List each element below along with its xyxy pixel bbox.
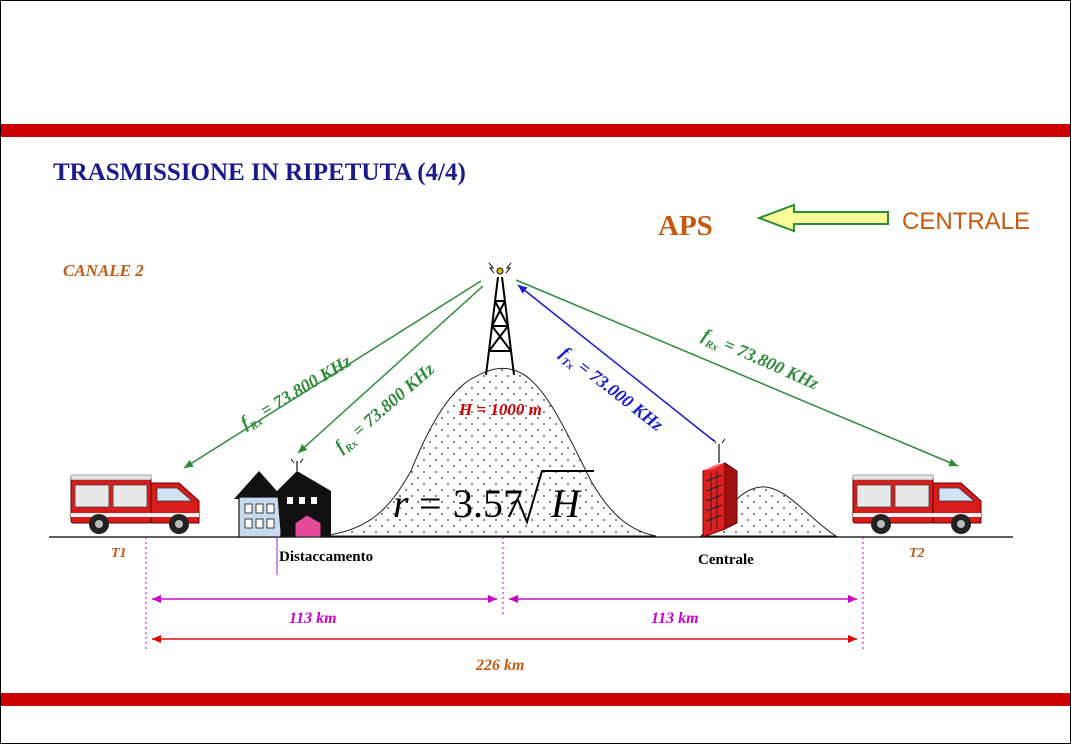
distaccamento-building-icon: [234, 458, 331, 538]
link-tower-t2: [515, 279, 959, 467]
formula-lhs: r: [393, 481, 409, 526]
t1-label: T1: [111, 546, 127, 561]
distance-left-label: 113 km: [289, 610, 337, 627]
fire-truck-t2-icon: [852, 474, 982, 534]
mountain-height-label: H = 1000 m: [458, 400, 542, 419]
centrale-label: CENTRALE: [902, 208, 1031, 235]
sqrt-icon: [510, 470, 594, 526]
distance-total-label: 226 km: [475, 657, 524, 674]
aps-centrale-arrow: [756, 203, 889, 233]
tower-antenna-icon: [488, 262, 512, 275]
centrale-building-icon: [702, 438, 738, 538]
slide-title: TRASMISSIONE IN RIPETUTA (4/4): [53, 159, 466, 186]
channel-label: CANALE 2: [63, 261, 144, 280]
t2-label: T2: [909, 546, 925, 561]
bottom-red-band: [1, 693, 1070, 706]
distance-right-label: 113 km: [651, 610, 699, 627]
formula-eq: =: [419, 481, 442, 526]
fire-truck-t1-icon: [70, 474, 200, 534]
distaccamento-label: Distaccamento: [279, 549, 373, 565]
reference-lines: [145, 537, 864, 651]
link-tower-distaccamento: [297, 285, 484, 454]
aps-label: APS: [658, 210, 713, 242]
link-centrale-tower: [517, 284, 715, 442]
link-label-t1: fRx = 73.800 KHz: [237, 351, 357, 436]
repeater-tower: [485, 276, 515, 376]
link-tower-t1: [183, 280, 482, 469]
centrale-station-label: Centrale: [698, 552, 754, 568]
link-label-t2: fRx = 73.800 KHz: [698, 324, 822, 397]
range-formula: r = 3.57 H: [393, 470, 594, 526]
formula-radicand: H: [550, 481, 582, 526]
main-mountain: [320, 367, 657, 537]
top-red-band: [1, 124, 1070, 137]
